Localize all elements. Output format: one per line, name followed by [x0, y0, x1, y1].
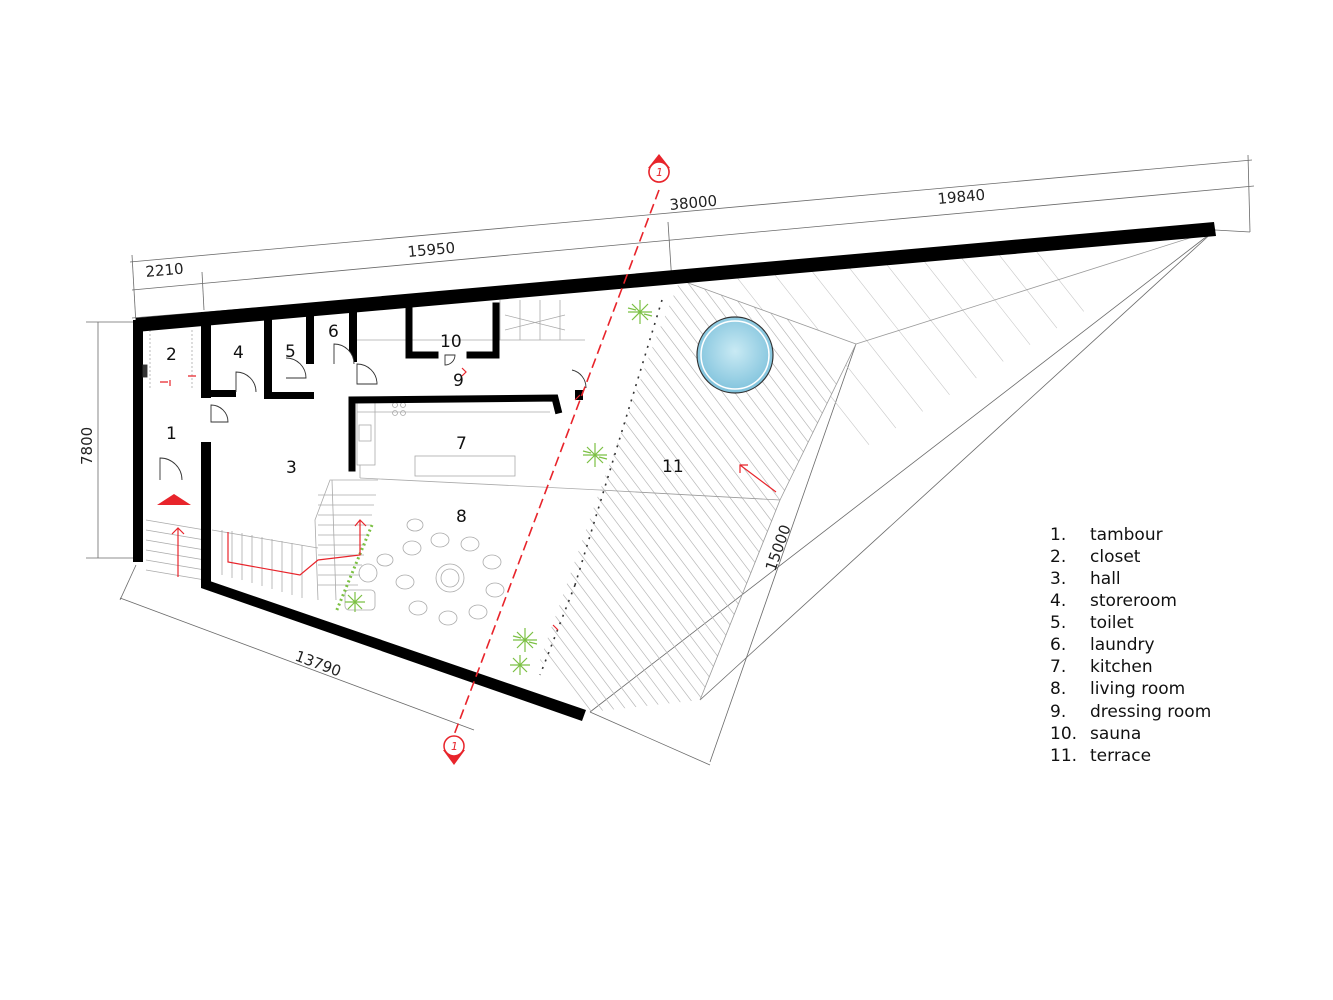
dimension-entry: 2210	[145, 260, 185, 281]
room-number-storeroom: 4	[233, 343, 244, 363]
room-number-tambour: 1	[166, 424, 177, 444]
room-number-kitchen: 7	[456, 434, 467, 454]
legend-item: 3. hall	[1050, 569, 1121, 589]
room-number-toilet: 5	[285, 342, 296, 362]
legend-number: 2.	[1050, 547, 1066, 567]
dimension-total: 38000	[669, 192, 718, 214]
dimension-left: 7800	[78, 427, 96, 465]
legend-label: storeroom	[1090, 591, 1177, 611]
room-numbers: 1 2 3 4 5 6 7 8 9 10 11	[166, 322, 684, 527]
section-marker-top: 1	[648, 154, 670, 183]
legend-number: 5.	[1050, 613, 1066, 633]
plants	[345, 300, 653, 675]
room-number-living-room: 8	[456, 507, 467, 527]
legend-label: terrace	[1090, 746, 1151, 766]
interior-lines	[145, 300, 601, 626]
glazing	[539, 299, 663, 676]
legend-item: 6. laundry	[1050, 635, 1155, 655]
room-number-terrace: 11	[662, 457, 684, 477]
legend-item: 8. living room	[1050, 679, 1185, 699]
legend-item: 2. closet	[1050, 547, 1141, 567]
doors	[142, 343, 587, 481]
legend-number: 3.	[1050, 569, 1066, 589]
legend-label: tambour	[1090, 525, 1163, 545]
legend-label: laundry	[1090, 635, 1155, 655]
legend-item: 7. kitchen	[1050, 657, 1153, 677]
legend-number: 9.	[1050, 702, 1066, 722]
section-label: 1	[656, 166, 663, 179]
legend-number: 11.	[1050, 746, 1077, 766]
legend-item: 10. sauna	[1050, 724, 1141, 744]
dimension-bottom: 13790	[293, 647, 344, 681]
pool	[696, 316, 774, 394]
legend-item: 4. storeroom	[1050, 591, 1177, 611]
section-line: 1 1	[443, 154, 670, 765]
entrance-markers	[157, 367, 777, 631]
section-marker-bottom: 1	[443, 735, 465, 765]
legend-label: dressing room	[1090, 702, 1211, 722]
legend-label: kitchen	[1090, 657, 1153, 677]
legend-label: living room	[1090, 679, 1185, 699]
room-legend: 1. tambour 2. closet 3. hall 4. storeroo…	[1050, 525, 1211, 766]
room-number-laundry: 6	[328, 322, 339, 342]
legend-label: closet	[1090, 547, 1141, 567]
legend-label: hall	[1090, 569, 1121, 589]
legend-item: 11. terrace	[1050, 746, 1151, 766]
legend-number: 7.	[1050, 657, 1066, 677]
walls	[133, 222, 1216, 721]
section-label: 1	[451, 740, 458, 753]
room-number-closet: 2	[166, 345, 177, 365]
legend-item: 9. dressing room	[1050, 702, 1211, 722]
legend-number: 8.	[1050, 679, 1066, 699]
legend-label: sauna	[1090, 724, 1141, 744]
dimension-terrace: 19840	[937, 186, 986, 208]
room-number-sauna: 10	[440, 332, 462, 352]
legend-item: 5. toilet	[1050, 613, 1134, 633]
legend-number: 4.	[1050, 591, 1066, 611]
room-number-dressing-room: 9	[453, 371, 464, 391]
legend-number: 6.	[1050, 635, 1066, 655]
legend-item: 1. tambour	[1050, 525, 1163, 545]
legend-number: 1.	[1050, 525, 1066, 545]
legend-label: toilet	[1090, 613, 1134, 633]
room-number-hall: 3	[286, 458, 297, 478]
entrance-arrow-icon	[157, 494, 191, 505]
legend-number: 10.	[1050, 724, 1077, 744]
dimension-house: 15950	[407, 239, 456, 261]
